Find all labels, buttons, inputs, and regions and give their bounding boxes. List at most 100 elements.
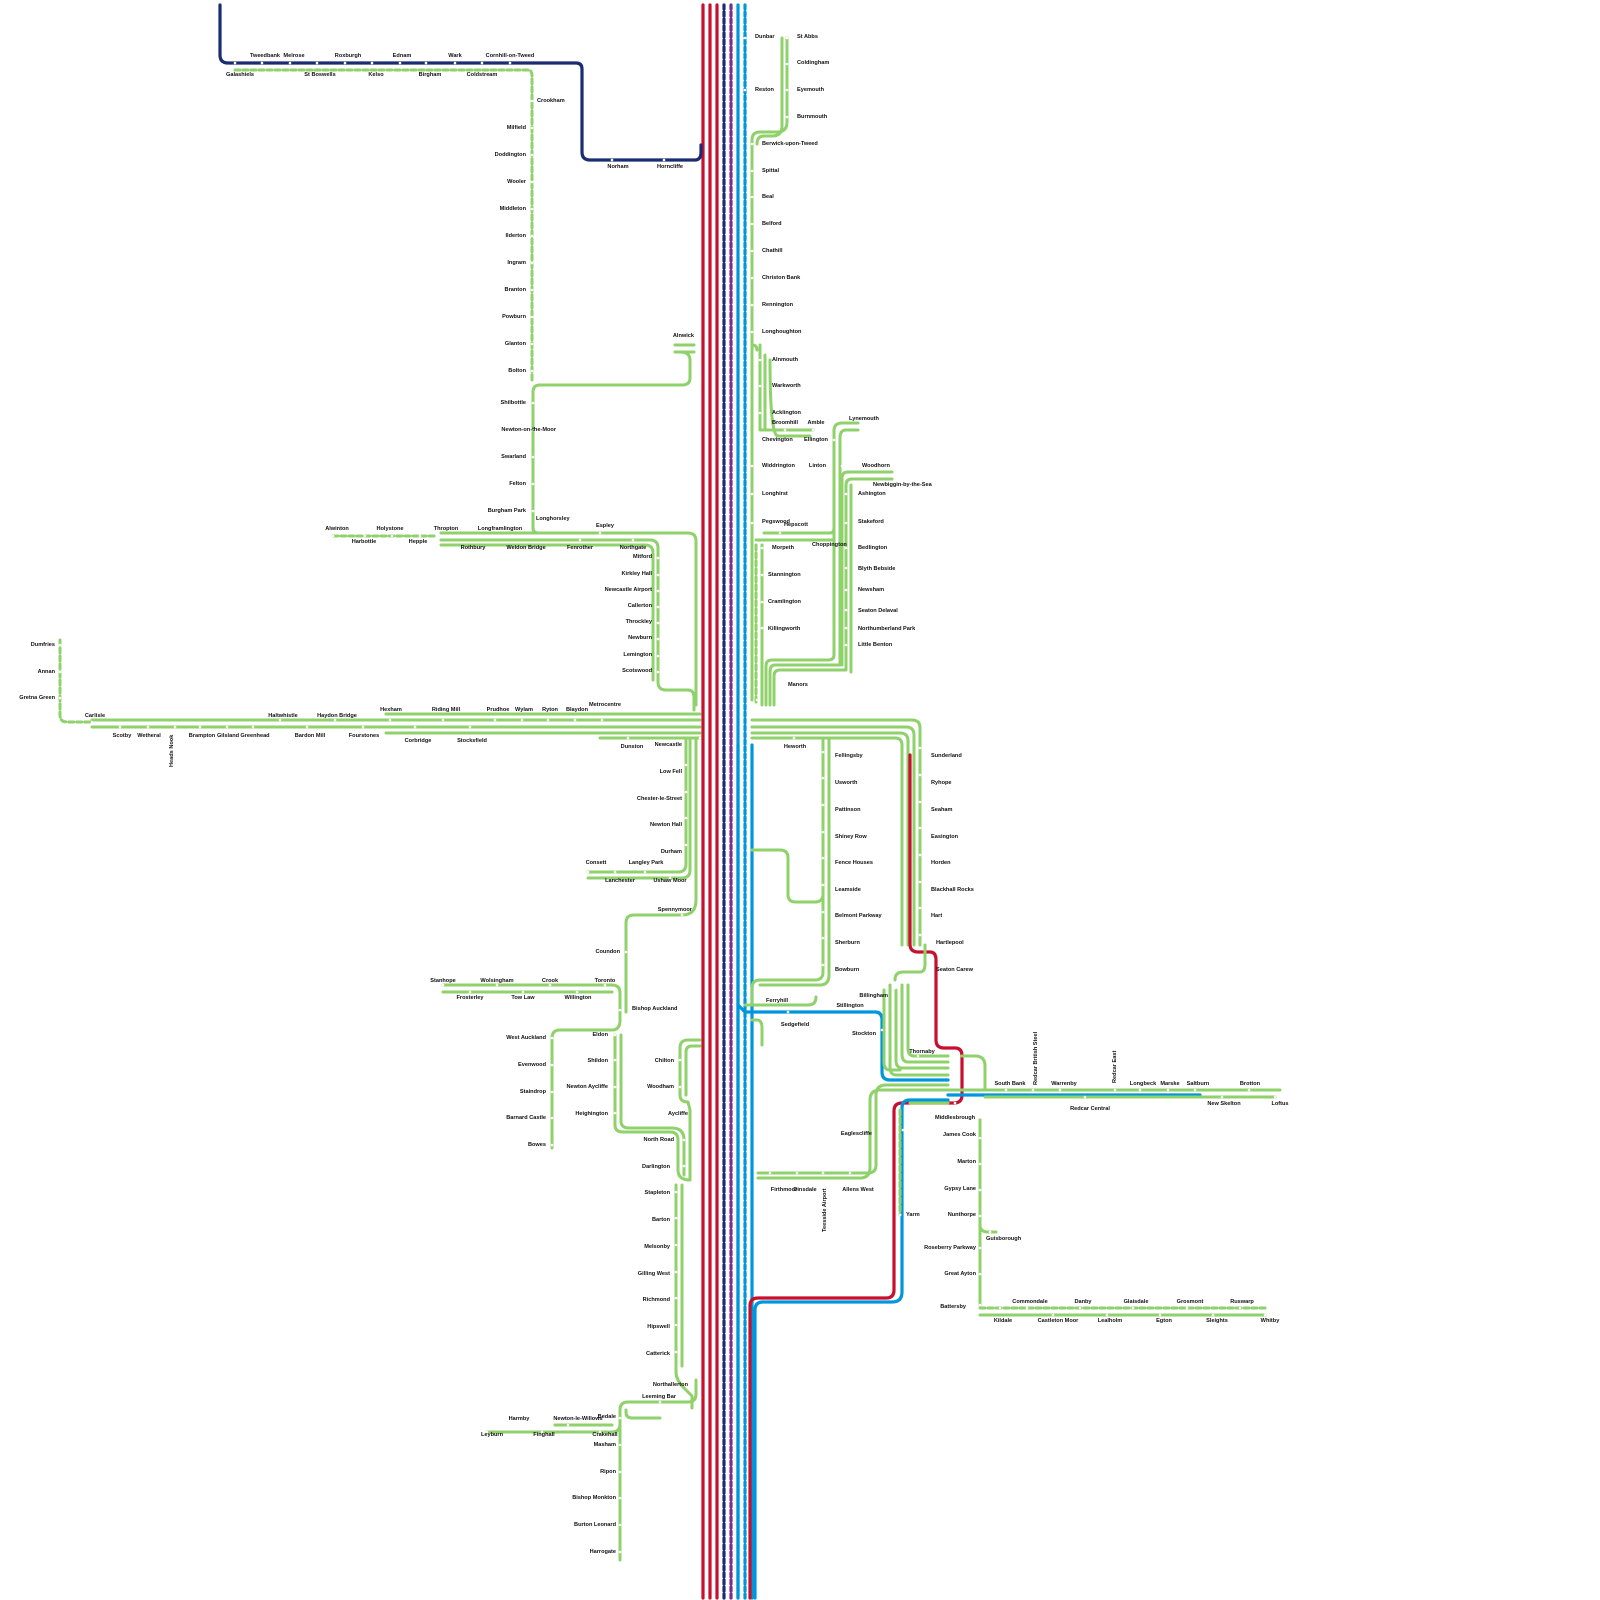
kildale-stop[interactable] xyxy=(998,1306,1002,1310)
heads_nook-stop[interactable] xyxy=(173,725,177,729)
burgham_park-stop[interactable] xyxy=(531,509,535,513)
fellingsby-stop[interactable] xyxy=(821,750,825,754)
station-burgham_park[interactable]: Burgham Park xyxy=(488,508,527,514)
station-stillington[interactable]: Stillington xyxy=(836,1003,864,1009)
crookham-stop[interactable] xyxy=(530,99,534,103)
station-woodham[interactable]: Woodham xyxy=(647,1084,674,1090)
station-glaisdale[interactable]: Glaisdale xyxy=(1124,1299,1149,1305)
newton_hall-stop[interactable] xyxy=(684,816,688,820)
station-stockton[interactable]: Stockton xyxy=(852,1031,877,1037)
station-barton[interactable]: Barton xyxy=(652,1217,671,1223)
castleton_moor-stop[interactable] xyxy=(1051,1313,1055,1317)
bishop_auckland-stop[interactable] xyxy=(618,1008,622,1012)
seaham-stop[interactable] xyxy=(918,800,922,804)
station-lynemouth[interactable]: Lynemouth xyxy=(849,416,880,422)
little_benton-stop[interactable] xyxy=(844,643,848,647)
burnmouth-stop[interactable] xyxy=(785,115,789,119)
station-dinsdale[interactable]: Dinsdale xyxy=(793,1187,816,1193)
longbeck-stop[interactable] xyxy=(1138,1088,1142,1092)
station-harmby[interactable]: Harmby xyxy=(509,1416,531,1422)
station-little_benton[interactable]: Little Benton xyxy=(858,642,893,648)
station-loftus[interactable]: Loftus xyxy=(1271,1101,1288,1107)
station-longbeck[interactable]: Longbeck xyxy=(1130,1081,1157,1087)
station-allens_west[interactable]: Allens West xyxy=(842,1187,874,1193)
galashiels-stop[interactable] xyxy=(260,61,264,65)
station-durham[interactable]: Durham xyxy=(661,849,682,855)
station-ilderton[interactable]: Ilderton xyxy=(505,233,526,239)
sherburn-stop[interactable] xyxy=(821,936,825,940)
willington-stop[interactable] xyxy=(575,990,579,994)
station-norham[interactable]: Norham xyxy=(607,164,628,170)
dinsdale-stop[interactable] xyxy=(795,1171,799,1175)
dunbar-stop[interactable] xyxy=(743,36,747,40)
station-belford[interactable]: Belford xyxy=(762,221,782,227)
station-ednam[interactable]: Ednam xyxy=(393,53,412,59)
station-sherburn[interactable]: Sherburn xyxy=(835,940,860,946)
station-bedlington[interactable]: Bedlington xyxy=(858,545,888,551)
easington-stop[interactable] xyxy=(918,826,922,830)
station-lealholm[interactable]: Lealholm xyxy=(1098,1318,1123,1324)
station-willington[interactable]: Willington xyxy=(565,995,593,1001)
station-wylam[interactable]: Wylam xyxy=(515,707,533,713)
station-kelso[interactable]: Kelso xyxy=(368,72,384,78)
stocksfield-stop[interactable] xyxy=(468,725,472,729)
brotton-stop[interactable] xyxy=(1247,1088,1251,1092)
shildon-stop[interactable] xyxy=(613,1058,617,1062)
blackhall_rocks-stop[interactable] xyxy=(918,880,922,884)
frosterley-stop[interactable] xyxy=(468,990,472,994)
station-stocksfield[interactable]: Stocksfield xyxy=(457,738,487,744)
eldon-stop[interactable] xyxy=(613,1033,617,1037)
newsham-stop[interactable] xyxy=(844,588,848,592)
loftus-stop[interactable] xyxy=(1273,1095,1277,1099)
station-broomhill[interactable]: Broomhill xyxy=(772,420,799,426)
station-coldingham[interactable]: Coldingham xyxy=(797,60,829,66)
station-warrenby[interactable]: Warrenby xyxy=(1051,1081,1077,1087)
station-felton[interactable]: Felton xyxy=(509,481,526,487)
station-greenhead[interactable]: Greenhead xyxy=(240,733,270,739)
doddington-stop[interactable] xyxy=(530,153,534,157)
redcar_british_steel-stop[interactable] xyxy=(1031,1088,1035,1092)
stakeford-stop[interactable] xyxy=(844,521,848,525)
broomhill-stop[interactable] xyxy=(783,428,787,432)
lealholm-stop[interactable] xyxy=(1105,1313,1109,1317)
redcar_east-stop[interactable] xyxy=(1113,1088,1117,1092)
station-woodhorn[interactable]: Woodhorn xyxy=(862,463,890,469)
marton-stop[interactable] xyxy=(978,1162,982,1166)
station-newcastle[interactable]: Newcastle xyxy=(655,742,682,748)
station-firthmoor[interactable]: Firthmoor xyxy=(771,1187,798,1193)
belford-stop[interactable] xyxy=(750,222,754,226)
station-hart[interactable]: Hart xyxy=(931,913,942,919)
station-guisborough[interactable]: Guisborough xyxy=(986,1236,1022,1242)
bedlington-stop[interactable] xyxy=(844,546,848,550)
station-alwinton[interactable]: Alwinton xyxy=(325,526,349,532)
danby-stop[interactable] xyxy=(1078,1306,1082,1310)
haltwhistle-stop[interactable] xyxy=(278,718,282,722)
station-reston[interactable]: Reston xyxy=(755,87,775,93)
station-coldstream[interactable]: Coldstream xyxy=(467,72,498,78)
station-richmond[interactable]: Richmond xyxy=(643,1297,671,1303)
station-finghall[interactable]: Finghall xyxy=(533,1432,555,1438)
coldstream-stop[interactable] xyxy=(480,61,484,65)
stanhope-stop[interactable] xyxy=(441,983,445,987)
station-beal[interactable]: Beal xyxy=(762,194,774,200)
wylam-stop[interactable] xyxy=(520,718,524,722)
billingham-stop[interactable] xyxy=(893,986,897,990)
melsonby-stop[interactable] xyxy=(674,1243,678,1247)
roxburgh-stop[interactable] xyxy=(343,61,347,65)
harrogate-stop[interactable] xyxy=(618,1550,622,1554)
teesside_airport-stop[interactable] xyxy=(821,1171,825,1175)
guisborough-stop[interactable] xyxy=(988,1230,992,1234)
beal-stop[interactable] xyxy=(750,195,754,199)
newcastle_airport-stop[interactable] xyxy=(656,589,660,593)
station-crookham[interactable]: Crookham xyxy=(537,98,565,104)
stannington-stop[interactable] xyxy=(760,573,764,577)
station-bowes[interactable]: Bowes xyxy=(528,1142,546,1148)
station-danby[interactable]: Danby xyxy=(1074,1299,1092,1305)
station-cramlington[interactable]: Cramlington xyxy=(768,599,802,605)
station-melsonby[interactable]: Melsonby xyxy=(644,1244,671,1250)
gretna_green-stop[interactable] xyxy=(58,696,62,700)
station-gypsy_lane[interactable]: Gypsy Lane xyxy=(944,1186,976,1192)
station-crook[interactable]: Crook xyxy=(542,978,559,984)
station-rennington[interactable]: Rennington xyxy=(762,302,794,308)
station-mitford[interactable]: Mitford xyxy=(633,554,653,560)
